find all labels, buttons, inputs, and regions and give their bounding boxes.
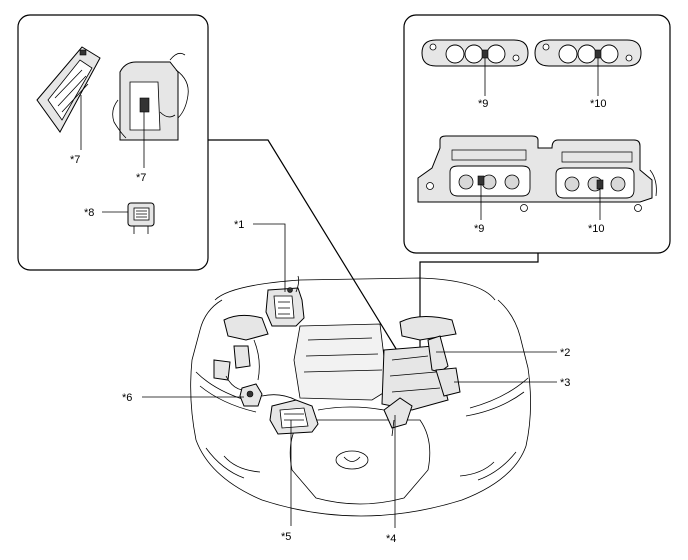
callout-10b: *10	[588, 223, 605, 235]
left-inset-panel: *7 *7 *8	[17, 14, 209, 271]
gasket-10-top	[534, 39, 642, 67]
callout-8: *8	[84, 207, 94, 219]
leader-1	[253, 223, 286, 292]
connector-7-left	[36, 46, 101, 133]
right-inset-pointer	[419, 253, 539, 350]
callout-9b: *9	[474, 223, 484, 235]
callout-10a: *10	[590, 98, 607, 110]
callout-2: *2	[560, 347, 570, 359]
gasket-9-top	[421, 39, 529, 67]
main-leaders	[142, 223, 557, 528]
connector-7-right	[112, 52, 189, 141]
callout-7b: *7	[136, 172, 146, 184]
engine-bay	[213, 275, 461, 437]
callout-3: *3	[560, 377, 570, 389]
intake-manifold-lower	[417, 135, 657, 212]
callout-7a: *7	[70, 154, 80, 166]
car-front-outline	[190, 277, 531, 517]
left-inset-pointer	[208, 139, 399, 353]
callout-9a: *9	[478, 98, 488, 110]
callout-6: *6	[122, 392, 132, 404]
callout-5: *5	[281, 531, 291, 543]
right-inset-panel: *9 *10 *9 *10	[403, 14, 671, 254]
callout-1: *1	[234, 219, 244, 231]
callout-4: *4	[386, 533, 396, 545]
connector-8	[127, 202, 155, 234]
